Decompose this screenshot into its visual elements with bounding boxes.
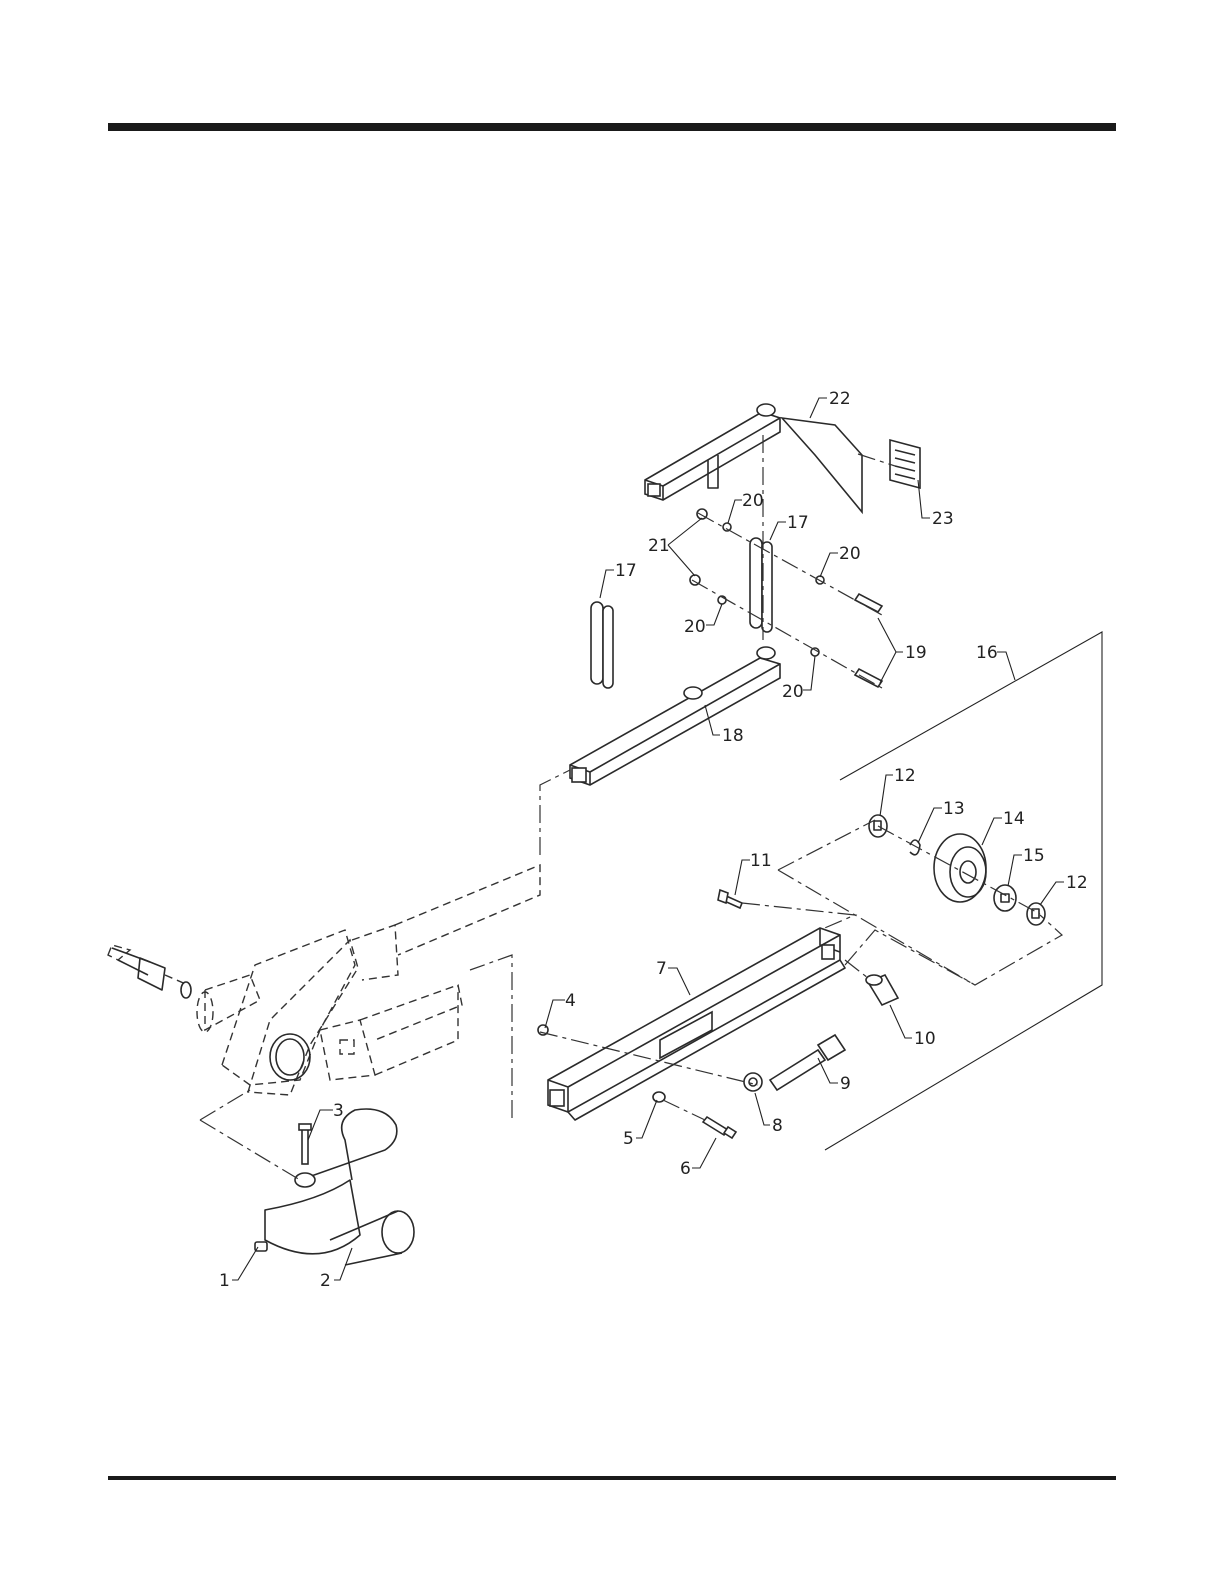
callout-20-top: 20: [742, 491, 764, 511]
gearbox-assembly: [108, 865, 540, 1095]
bolt-part-3: [299, 1124, 311, 1164]
callout-21: 21: [648, 536, 670, 556]
adjust-screw-part-9: [770, 1035, 845, 1090]
callout-10: 10: [914, 1029, 936, 1049]
callout-8: 8: [772, 1116, 783, 1136]
callout-9: 9: [840, 1074, 851, 1094]
washer-part-12b: [1027, 903, 1045, 925]
bolt-part-11: [718, 890, 742, 908]
callout-14: 14: [1003, 809, 1025, 829]
callout-6: 6: [680, 1159, 691, 1179]
callout-2: 2: [320, 1271, 331, 1291]
bushing-part-15: [994, 885, 1016, 911]
callout-11: 11: [750, 851, 772, 871]
callout-3: 3: [333, 1101, 344, 1121]
callout-13: 13: [943, 799, 965, 819]
link-part-17a: [591, 602, 613, 688]
wheel-part-14: [934, 834, 986, 902]
auger-part: [265, 1109, 414, 1265]
callout-4: 4: [565, 991, 576, 1011]
callout-23: 23: [932, 509, 954, 529]
callout-16: 16: [976, 643, 998, 663]
callout-7: 7: [656, 959, 667, 979]
callout-12-top: 12: [894, 766, 916, 786]
callout-22: 22: [829, 389, 851, 409]
callout-20-right: 20: [839, 544, 861, 564]
callout-leaders: [232, 398, 1064, 1280]
callout-12-right: 12: [1066, 873, 1088, 893]
decal-part-23: [890, 440, 920, 488]
bushing-part-10: [866, 975, 898, 1005]
arm-weldment-part-7: [548, 928, 845, 1120]
callout-1: 1: [219, 1271, 230, 1291]
callout-17-right: 17: [787, 513, 809, 533]
callout-5: 5: [623, 1129, 634, 1149]
callout-20-bottom: 20: [782, 682, 804, 702]
flange-nut-part-8: [744, 1073, 762, 1091]
callout-17-left: 17: [615, 561, 637, 581]
callout-19: 19: [905, 643, 927, 663]
bolt-part-6: [703, 1117, 736, 1138]
callout-20-left: 20: [684, 617, 706, 637]
callout-18: 18: [722, 726, 744, 746]
callout-15: 15: [1023, 846, 1045, 866]
